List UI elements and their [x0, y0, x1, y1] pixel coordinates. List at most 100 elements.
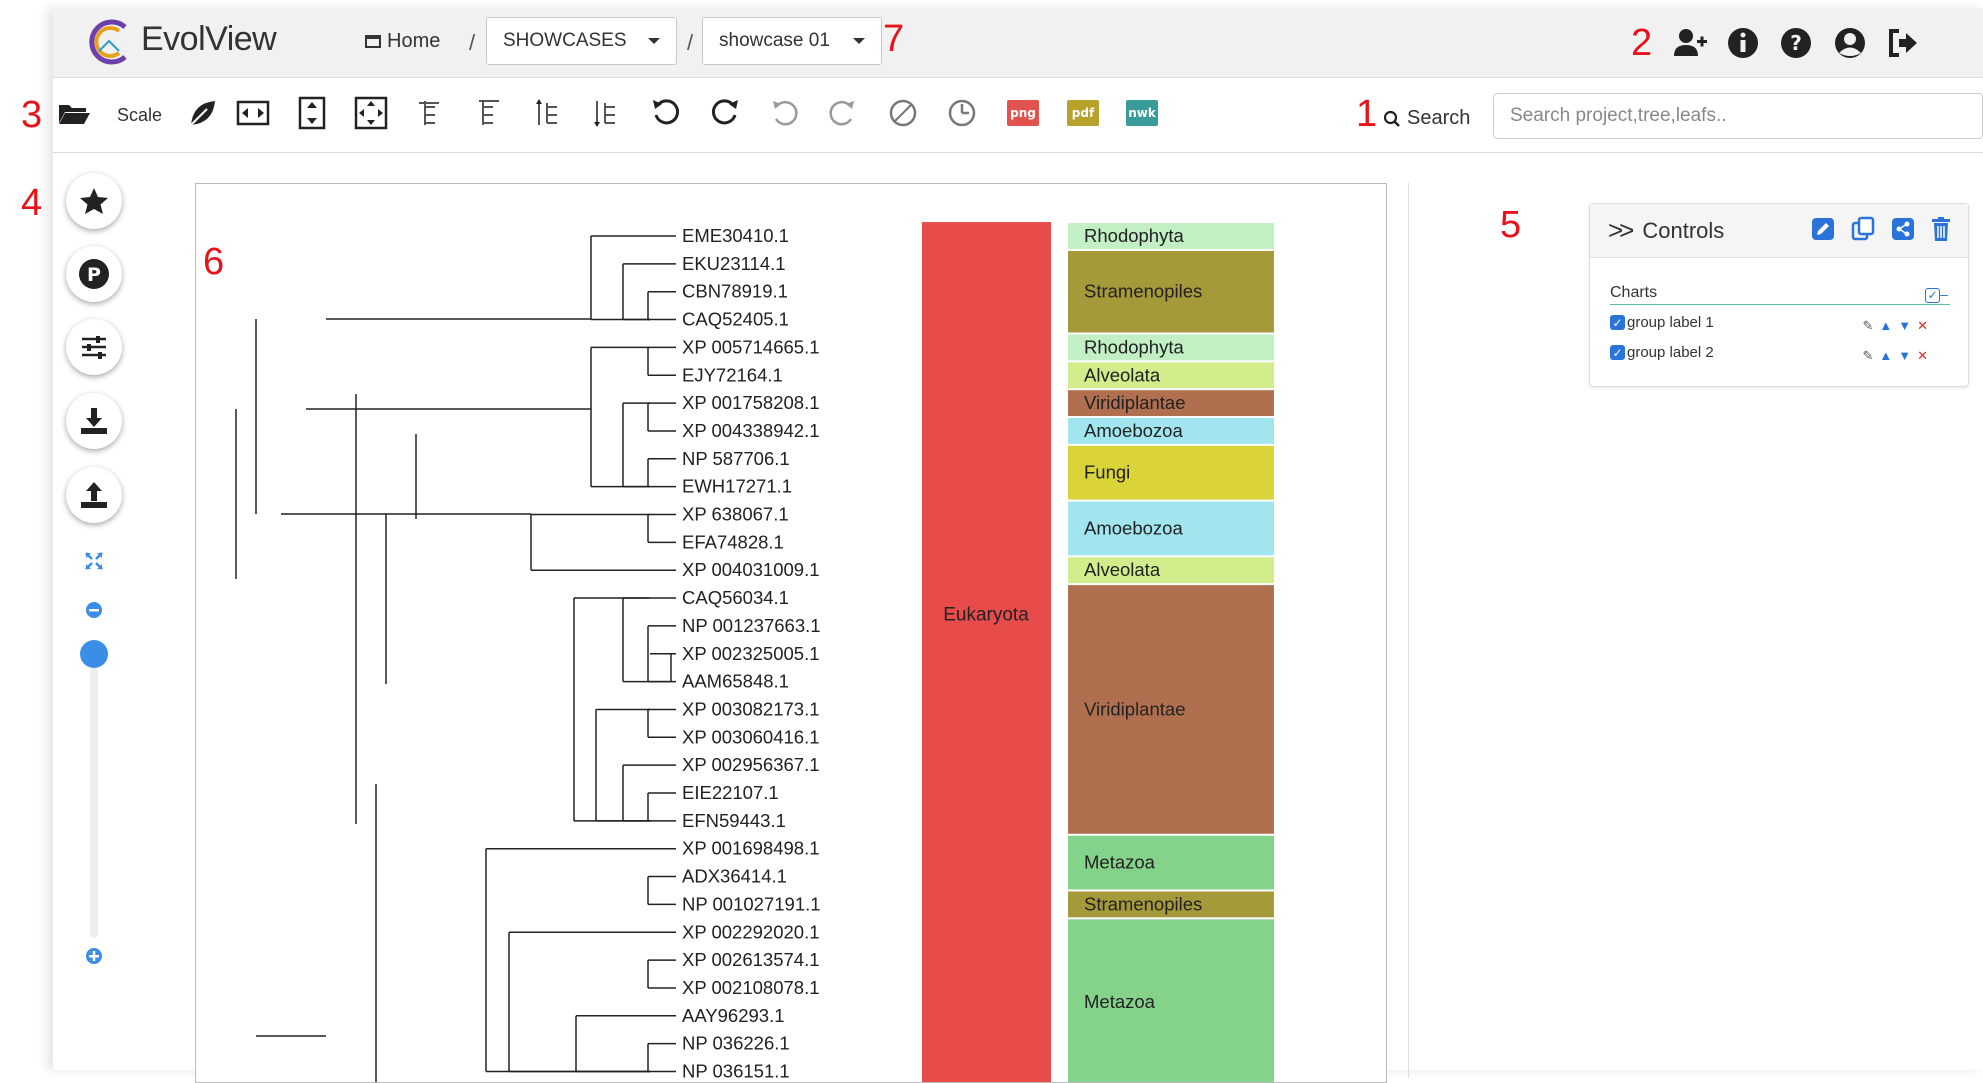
arrow-down-icon[interactable]: ▼: [1898, 318, 1912, 333]
export-nwk-button[interactable]: nwk: [1124, 95, 1160, 131]
group-label: Stramenopiles: [1084, 281, 1202, 302]
group-bar: [1068, 501, 1274, 556]
svg-text:?: ?: [1790, 31, 1802, 55]
upload-icon: [81, 482, 107, 508]
group-label: Fungi: [1084, 462, 1130, 483]
rotate-cw-90-icon[interactable]: [825, 95, 861, 131]
leaf-label: NP 001027191.1: [682, 893, 821, 914]
charts-toggle-all[interactable]: ✓–: [1925, 286, 1948, 303]
collapse-chevron-icon[interactable]: >>: [1608, 215, 1634, 245]
rotate-right-icon[interactable]: [707, 95, 743, 131]
pencil-icon[interactable]: ✎: [1862, 348, 1874, 363]
leaf-label: EFN59443.1: [682, 810, 786, 831]
group-checkbox[interactable]: ✓: [1610, 345, 1625, 360]
leaf-label: NP 587706.1: [682, 448, 790, 469]
pencil-icon[interactable]: ✎: [1862, 318, 1874, 333]
tree-layout-alt-icon[interactable]: [471, 95, 507, 131]
trash-icon[interactable]: [1930, 216, 1952, 242]
group-bar: [1068, 362, 1274, 389]
search-input[interactable]: [1493, 93, 1983, 139]
zoom-out-icon[interactable]: [84, 600, 104, 620]
top-navbar: EvolView Home / SHOWCASES / showcase 01 …: [53, 8, 1983, 78]
project-button[interactable]: P: [66, 246, 122, 302]
settings-sliders-button[interactable]: [66, 319, 122, 375]
edit-icon[interactable]: [1810, 216, 1836, 242]
charts-divider: [1610, 304, 1950, 305]
upload-button[interactable]: [66, 467, 122, 523]
domain-label: Eukaryota: [943, 604, 1029, 625]
group-row: ✓ group label 1: [1610, 314, 1714, 331]
zoom-in-icon[interactable]: [84, 946, 104, 966]
share-icon[interactable]: [1890, 216, 1916, 242]
open-folder-icon[interactable]: [56, 95, 92, 131]
group-bar: [1068, 390, 1274, 417]
app-brand[interactable]: EvolView: [141, 20, 277, 58]
leaf-label: NP 036151.1: [682, 1061, 790, 1082]
group-checkbox[interactable]: ✓: [1610, 315, 1625, 330]
p-circle-icon: P: [79, 259, 109, 289]
expand-all-icon[interactable]: [353, 95, 389, 131]
controls-panel: >> Controls Charts: [1589, 203, 1969, 387]
search-button[interactable]: Search: [1383, 107, 1470, 130]
leaf-label: NP 001237663.1: [682, 615, 821, 636]
breadcrumb-home[interactable]: Home: [365, 30, 440, 53]
rotate-ccw-90-icon[interactable]: [766, 95, 802, 131]
clock-layout-icon[interactable]: [944, 95, 980, 131]
group-label: Viridiplantae: [1084, 698, 1185, 719]
scale-label[interactable]: Scale: [117, 105, 163, 125]
leaf-label: NP 036226.1: [682, 1033, 790, 1054]
star-icon: [80, 188, 108, 214]
group-bar: [1068, 445, 1274, 500]
check-all-icon: ✓: [1925, 287, 1941, 303]
group-label: group label 1: [1627, 314, 1714, 331]
fit-to-screen-icon[interactable]: [84, 551, 104, 571]
favorite-button[interactable]: [66, 173, 122, 229]
user-account-icon[interactable]: [1833, 26, 1867, 60]
zoom-slider-handle[interactable]: [80, 640, 108, 668]
sliders-icon: [82, 336, 106, 359]
leaf-label: CAQ52405.1: [682, 309, 789, 330]
expand-vertical-icon[interactable]: [294, 95, 330, 131]
expand-horizontal-icon[interactable]: [235, 95, 271, 131]
leaf-label: XP 004031009.1: [682, 559, 820, 580]
leaf-label: XP 005714665.1: [682, 336, 820, 357]
search-icon: [1383, 110, 1400, 127]
export-pdf-button[interactable]: pdf: [1065, 95, 1101, 131]
tree-layout-icon[interactable]: [413, 95, 449, 131]
showcase-item-dropdown[interactable]: showcase 01: [702, 17, 882, 65]
export-png-button[interactable]: png: [1005, 95, 1041, 131]
leaf-label: XP 003060416.1: [682, 726, 820, 747]
group-label: Rhodophyta: [1084, 336, 1184, 357]
delete-x-icon[interactable]: ✕: [1917, 318, 1928, 333]
arrow-down-icon[interactable]: ▼: [1898, 348, 1912, 363]
zoom-slider-track[interactable]: [90, 648, 98, 938]
logout-icon[interactable]: [1886, 26, 1920, 60]
leaf-label: EFA74828.1: [682, 531, 784, 552]
delete-x-icon[interactable]: ✕: [1917, 348, 1928, 363]
copy-icon[interactable]: [1850, 216, 1876, 242]
charts-label: Charts: [1610, 284, 1658, 301]
evolview-logo-icon[interactable]: [85, 17, 135, 67]
app-window: EvolView Home / SHOWCASES / showcase 01 …: [21, 8, 1983, 1083]
tree-vertical-spacing-icon[interactable]: [531, 95, 567, 131]
help-icon[interactable]: ?: [1779, 26, 1813, 60]
leaf-icon[interactable]: [185, 95, 221, 131]
group-actions: ✎ ▲ ▼ ✕: [1862, 318, 1928, 334]
callout-7: 7: [883, 18, 905, 60]
group-bar: [1068, 223, 1274, 249]
circular-layout-icon[interactable]: [885, 95, 921, 131]
arrow-up-icon[interactable]: ▲: [1879, 318, 1893, 333]
callout-6: 6: [203, 241, 225, 283]
chevron-down-icon: [648, 38, 660, 44]
download-button[interactable]: [66, 393, 122, 449]
tree-spacing-icon[interactable]: [589, 95, 625, 131]
showcases-dropdown[interactable]: SHOWCASES: [486, 17, 677, 65]
leaf-label: AAM65848.1: [682, 671, 789, 692]
add-user-icon[interactable]: [1673, 26, 1707, 60]
info-icon[interactable]: [1726, 26, 1760, 60]
arrow-up-icon[interactable]: ▲: [1879, 348, 1893, 363]
home-icon: [365, 35, 381, 48]
rotate-left-icon[interactable]: [648, 95, 684, 131]
controls-actions: [1810, 216, 1952, 242]
